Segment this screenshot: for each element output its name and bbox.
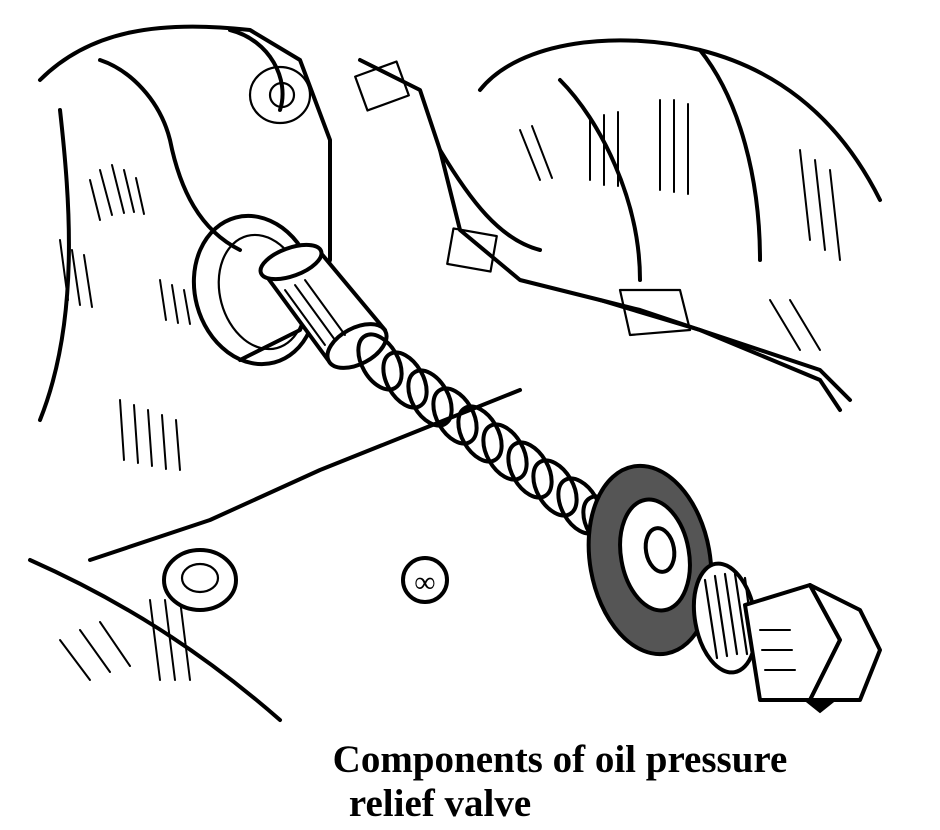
cap-nut [691, 561, 882, 714]
sealing-washer [586, 463, 714, 657]
pump-housing [354, 38, 882, 412]
oil-pressure-relief-valve-illustration: ∞ [28, 24, 882, 722]
valve-plunger [258, 242, 389, 370]
engine-block [28, 24, 522, 722]
lower-bolt [162, 548, 238, 612]
engine-mark-symbol: ∞ [414, 566, 435, 599]
engine-mark: ∞ [401, 556, 449, 604]
caption-line-1: Components of oil pressure [332, 738, 788, 781]
caption-line-2: relief valve [348, 782, 532, 825]
